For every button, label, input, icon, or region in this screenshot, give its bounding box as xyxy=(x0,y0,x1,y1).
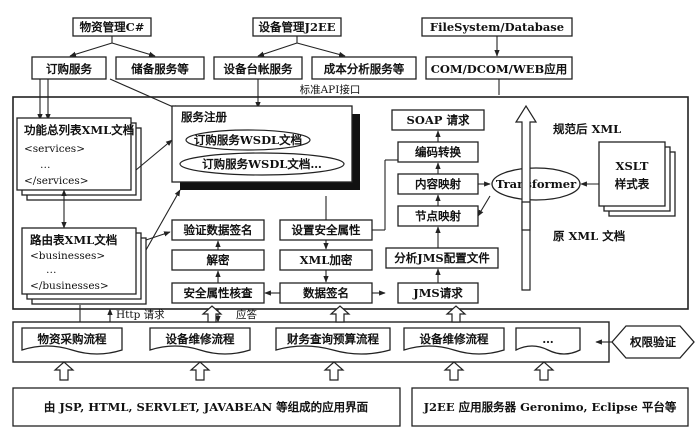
xslt-doc xyxy=(598,141,666,207)
storage-service-label: 储备服务等 xyxy=(131,62,189,76)
http-request-label: Http 请求 xyxy=(116,308,165,321)
function-list-line-2: … xyxy=(40,159,51,171)
com-dcom-web-label: COM/DCOM/WEB应用 xyxy=(431,62,568,76)
transformer-shape xyxy=(491,167,581,201)
registry-title: 服务注册 xyxy=(181,110,227,124)
maintenance-flow-2-label: 设备维修流程 xyxy=(420,332,489,346)
function-list-line-1: <services> xyxy=(24,143,85,155)
set-attr-label: 设置安全属性 xyxy=(292,223,361,237)
layer-up-arrows xyxy=(53,305,555,381)
function-list-doc xyxy=(16,117,132,191)
auth-label: 权限验证 xyxy=(629,335,676,349)
transformer-label: Transformer xyxy=(496,177,577,191)
decrypt-label: 解密 xyxy=(207,253,230,267)
procurement-flow-label: 物资采购流程 xyxy=(38,332,107,346)
routing-line-3: </businesses> xyxy=(30,280,109,292)
response-label: 应答 xyxy=(236,308,257,321)
normalized-xml-label: 规范后 XML xyxy=(553,122,621,136)
top-branch-lines xyxy=(69,36,500,57)
jms-config-box xyxy=(385,247,499,269)
platform-frame xyxy=(12,96,689,310)
xml-encrypt-label: XML加密 xyxy=(300,253,353,267)
xslt-line-1: XSLT xyxy=(616,159,649,173)
xslt-line-2: 样式表 xyxy=(615,177,650,191)
auth-hexagon xyxy=(611,325,695,359)
equipment-ledger-label: 设备台帐服务 xyxy=(224,62,293,76)
wsdl-ellipse-2 xyxy=(179,152,345,176)
api-interface-label: 标准API接口 xyxy=(300,83,361,96)
routing-doc xyxy=(21,227,137,295)
more-flow-label: … xyxy=(542,332,554,346)
jms-request-label: JMS请求 xyxy=(412,286,463,300)
encode-label: 编码转换 xyxy=(415,145,461,159)
storage-service-box xyxy=(115,56,205,80)
routing-line-1: <businesses> xyxy=(30,250,105,262)
jms-config-label: 分析JMS配置文件 xyxy=(394,251,490,265)
server-layer-box xyxy=(411,387,689,427)
service-row-connectors xyxy=(37,78,500,121)
maintenance-flow-1 xyxy=(149,327,251,355)
finance-flow xyxy=(275,327,391,355)
order-service-box xyxy=(31,56,107,80)
procurement-flow xyxy=(21,327,123,355)
attr-check-label: 安全属性核查 xyxy=(184,286,253,300)
wsdl-doc-1: 订购服务WSDL文档 xyxy=(194,133,302,147)
node-map-label: 节点映射 xyxy=(415,209,461,223)
soap-request-label: SOAP 请求 xyxy=(407,113,470,127)
function-list-title: 功能总列表XML文档 xyxy=(24,123,134,137)
cost-analysis-label: 成本分析服务等 xyxy=(324,62,405,76)
routing-line-2: … xyxy=(46,264,57,276)
wsdl-ellipse-1 xyxy=(185,129,311,151)
routing-title: 路由表XML文档 xyxy=(30,233,117,247)
more-flow xyxy=(515,327,581,355)
data-sign-label: 数据签名 xyxy=(303,286,349,300)
soap-request-box xyxy=(391,109,485,131)
order-service-label: 订购服务 xyxy=(46,62,92,76)
wsdl-doc-2: 订购服务WSDL文档… xyxy=(202,157,322,171)
maintenance-flow-2 xyxy=(403,327,505,355)
content-map-label: 内容映射 xyxy=(415,177,461,191)
normalized-xml-arrow xyxy=(514,104,538,291)
function-list-line-3: </services> xyxy=(24,175,89,187)
left-doc-connectors xyxy=(61,139,181,322)
server-layer-label: J2EE 应用服务器 Geronimo, Eclipse 平台等 xyxy=(423,400,677,414)
cost-analysis-box xyxy=(311,56,417,80)
raw-xml-label: 原 XML 文档 xyxy=(553,229,625,243)
transform-connectors xyxy=(435,130,491,283)
maintenance-flow-1-label: 设备维修流程 xyxy=(166,332,235,346)
finance-flow-label: 财务查询预算流程 xyxy=(286,332,379,346)
materials-system-label: 物资管理C# xyxy=(80,20,145,34)
verify-sign-label: 验证数据签名 xyxy=(184,223,253,237)
equipment-system-label: 设备管理J2EE xyxy=(259,20,336,34)
filesystem-db-label: FileSystem/Database xyxy=(430,20,564,34)
ui-layer-box xyxy=(12,387,401,427)
raw-xml-arrow-stem xyxy=(521,201,531,231)
verify-sign-box xyxy=(171,219,265,241)
ui-layer-label: 由 JSP, HTML, SERVLET, JAVABEAN 等组成的应用界面 xyxy=(44,400,369,414)
